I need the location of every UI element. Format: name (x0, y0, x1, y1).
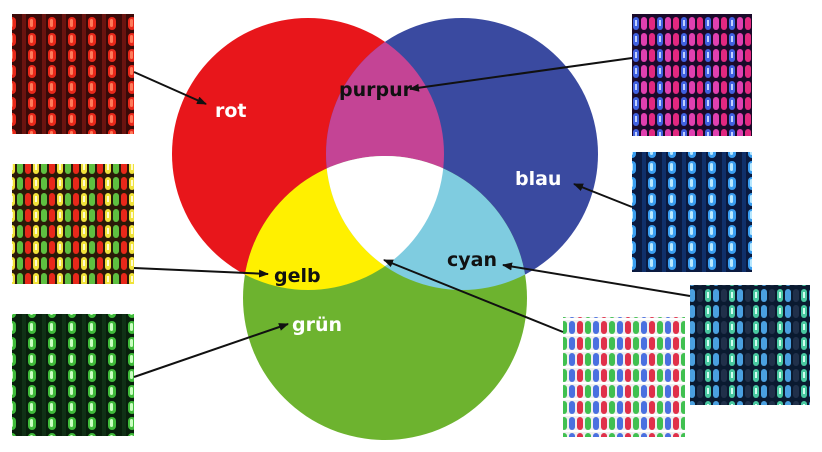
arrow-magenta (409, 57, 633, 92)
arrow-red (133, 71, 207, 105)
label-red: rot (215, 100, 247, 122)
arrow-green (133, 323, 289, 378)
subpixel-photo-blue (632, 152, 752, 272)
label-green: grün (292, 314, 342, 336)
label-blue: blau (515, 168, 561, 190)
label-magenta: purpur (339, 79, 413, 101)
subpixel-photo-red (12, 14, 134, 134)
arrow-white (383, 259, 564, 333)
subpixel-photo-white (563, 317, 685, 437)
label-cyan: cyan (447, 249, 497, 271)
subpixel-photo-cyan (690, 285, 810, 405)
cyan-overlap (326, 156, 527, 290)
subpixel-photo-green (12, 314, 134, 436)
arrow-cyan (502, 262, 691, 297)
label-yellow: gelb (274, 265, 321, 287)
subpixel-photo-yellow (12, 164, 134, 284)
arrow-blue (573, 183, 633, 208)
arrow-yellow (133, 267, 269, 278)
subpixel-photo-magenta (632, 14, 752, 136)
yellow-overlap (243, 156, 444, 290)
